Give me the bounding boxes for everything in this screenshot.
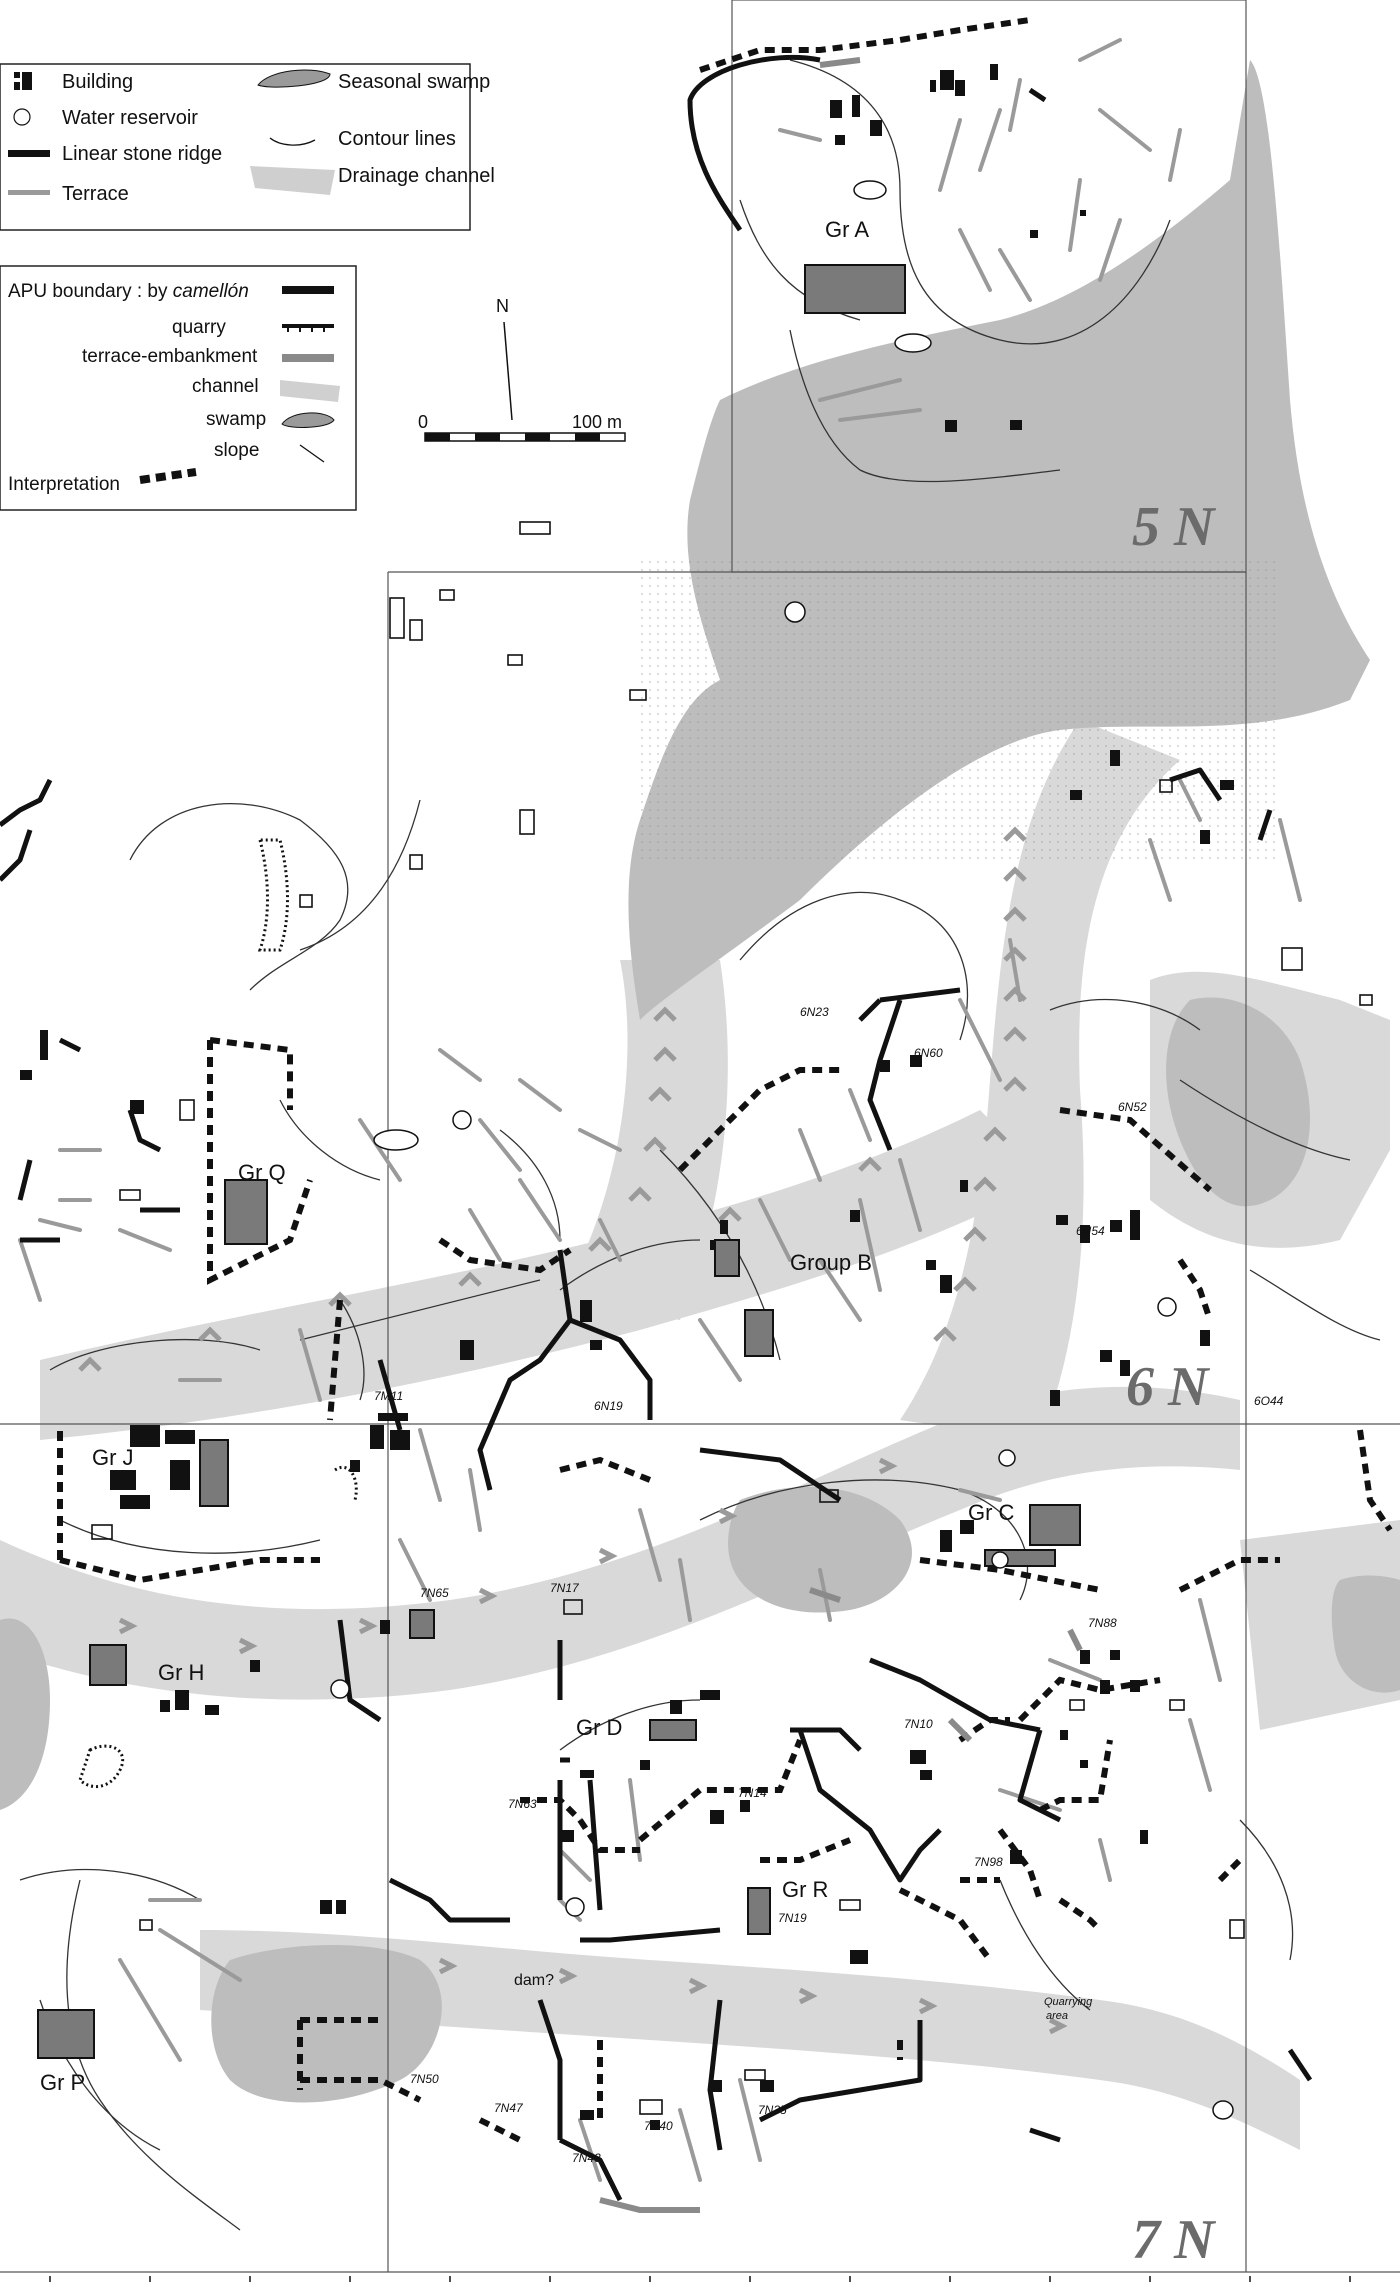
north-label: N <box>496 296 509 316</box>
interpretation-boundaries <box>57 17 1393 2143</box>
unit-label-7n17: 7N17 <box>550 1581 580 1595</box>
unit-label-7n10: 7N10 <box>904 1717 933 1731</box>
legend-contour-symbol <box>269 137 316 146</box>
group-label-gr-j: Gr J <box>92 1445 134 1470</box>
group-label-gr-q: Gr Q <box>238 1160 286 1185</box>
unit-label-6n19: 6N19 <box>594 1399 623 1413</box>
terraces <box>18 38 1302 2182</box>
drainage-chevrons <box>78 826 1068 2035</box>
legend-interpretation-symbol <box>139 468 197 484</box>
unit-label-7n98: 7N98 <box>974 1855 1003 1869</box>
drainage-channels <box>0 720 1400 2150</box>
unit-label-6n52: 6N52 <box>1118 1100 1147 1114</box>
unit-label-6o44: 6O44 <box>1254 1394 1284 1408</box>
group-label-gr-c: Gr C <box>968 1500 1015 1525</box>
legend-channel-apu-symbol <box>280 380 340 402</box>
legend-swamp-symbol <box>257 69 331 88</box>
buildings <box>20 64 1234 2130</box>
water-reservoirs <box>330 180 1234 2120</box>
group-label-gr-d: Gr D <box>576 1715 622 1740</box>
dam-label: dam? <box>514 1972 554 1989</box>
legend-label-swamp-apu: swamp <box>206 409 266 430</box>
quarrying-area-label-1: Quarrying <box>1044 1996 1093 2008</box>
legend-label-ridge: Linear stone ridge <box>62 143 222 165</box>
legend-label-slope: slope <box>214 440 259 461</box>
unit-label-7n47: 7N47 <box>494 2101 524 2115</box>
scale-zero-label: 0 <box>418 412 428 432</box>
legend-label-channel: Drainage channel <box>338 165 495 187</box>
legend-swamp-apu-symbol <box>281 412 335 428</box>
scale-max-label: 100 m <box>572 412 622 432</box>
legend-apu-title-prefix: APU boundary : by <box>8 281 173 302</box>
sheet-label-7n: 7 N <box>1132 2209 1217 2271</box>
unit-label-7n35: 7N35 <box>758 2103 787 2117</box>
group-label-gr-p: Gr P <box>40 2070 85 2095</box>
group-label-gr-h: Gr H <box>158 1660 204 1685</box>
bottom-grid-ticks <box>49 2276 1351 2282</box>
legend-embankment-symbol <box>282 354 334 362</box>
north-arrow <box>503 321 513 421</box>
unit-label-7n40: 7N40 <box>644 2119 673 2133</box>
legend-label-terrace: Terrace <box>62 183 129 205</box>
large-structures <box>37 264 1081 2059</box>
legend-label-building: Building <box>62 71 133 93</box>
legend-label-embankment: terrace-embankment <box>82 346 258 367</box>
unit-label-6n54: 6N54 <box>1076 1224 1105 1238</box>
legend-slope-symbol <box>299 444 325 463</box>
legend-label-channel-apu: channel <box>192 376 259 397</box>
legend-features: Building Water reservoir Linear stone ri… <box>0 63 495 231</box>
unit-label-7n88: 7N88 <box>1088 1616 1117 1630</box>
legend-camellon-symbol <box>282 286 334 294</box>
unit-label-7n43: 7N43 <box>572 2151 601 2165</box>
group-label-gr-a: Gr A <box>825 217 869 242</box>
legend-ridge-symbol <box>8 150 50 157</box>
legend-building-symbol <box>14 72 32 90</box>
unit-label-7n19: 7N19 <box>778 1911 807 1925</box>
unit-label-6n60: 6N60 <box>914 1046 943 1060</box>
sheet-label-5n: 5 N <box>1132 496 1217 558</box>
scale-bar <box>424 432 626 442</box>
legend-apu-title: APU boundary : by camellón <box>8 281 249 302</box>
legend-label-swamp: Seasonal swamp <box>338 71 490 93</box>
legend-apu-title-italic: camellón <box>173 281 249 302</box>
legend-quarry-ticks <box>287 326 325 332</box>
legend-label-interpretation: Interpretation <box>8 474 120 495</box>
legend-label-contour: Contour lines <box>338 128 456 150</box>
swamp-dot-texture <box>640 560 1280 860</box>
small-structures <box>91 521 1373 2115</box>
legend-apu: APU boundary : by camellón quarry terrac… <box>0 265 357 511</box>
legend-label-reservoir: Water reservoir <box>62 107 198 129</box>
legend-terrace-symbol <box>8 190 50 195</box>
group-labels: Gr A Group B Gr C Gr D Gr H Gr J Gr P Gr… <box>40 217 1015 2095</box>
legend-channel-symbol <box>250 166 335 195</box>
unit-label-6n23: 6N23 <box>800 1005 829 1019</box>
group-label-group-b: Group B <box>790 1250 872 1275</box>
unit-label-7n14: 7N14 <box>738 1786 767 1800</box>
group-label-gr-r: Gr R <box>782 1877 828 1902</box>
legend-reservoir-symbol <box>13 108 31 126</box>
legend-label-quarry: quarry <box>172 317 226 338</box>
unit-label-7n63: 7N63 <box>508 1797 537 1811</box>
terrace-embankments <box>599 57 1083 2213</box>
scale-and-north: N 0 100 m <box>418 296 626 442</box>
apu-boundaries <box>0 54 1313 2202</box>
unit-labels: 6N23 6N60 6N52 6N54 6N19 6O44 7M11 7N65 … <box>374 1005 1284 2165</box>
unit-label-7m11: 7M11 <box>374 1389 403 1403</box>
unit-label-7n50: 7N50 <box>410 2072 439 2086</box>
sheet-label-6n: 6 N <box>1126 1356 1211 1418</box>
quarries <box>78 838 358 1789</box>
quarrying-area-label-2: area <box>1046 2010 1068 2022</box>
unit-label-7n65: 7N65 <box>420 1586 449 1600</box>
